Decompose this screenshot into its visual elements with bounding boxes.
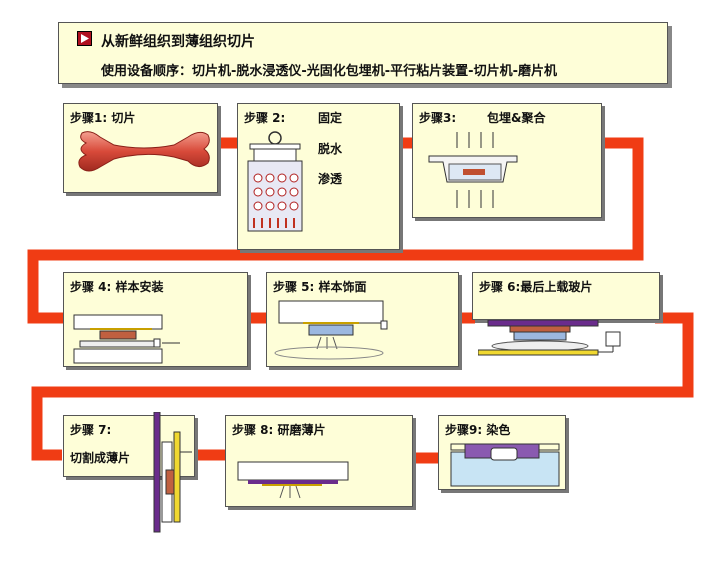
step-9-panel: 步骤9: 染色	[438, 415, 566, 490]
staining-tank-icon	[450, 443, 560, 487]
infiltration-jar-icon	[247, 131, 303, 232]
bone-icon	[78, 131, 210, 172]
step-2-line-dehydrate: 脱水	[318, 142, 343, 156]
step-3-label: 步骤3:	[419, 111, 457, 125]
step-3-panel: 步骤3: 包埋&聚合	[412, 103, 602, 218]
step-7-panel: 步骤 7: 切割成薄片	[63, 415, 195, 477]
specimen-mount-icon	[73, 314, 180, 364]
step-8-label: 步骤 8: 研磨薄片	[232, 423, 326, 437]
step-8-panel: 步骤 8: 研磨薄片	[225, 415, 413, 507]
play-arrow-icon	[77, 31, 92, 46]
step-7-extra: 切割成薄片	[70, 451, 131, 465]
step-2-line-fix: 固定	[318, 111, 343, 125]
step-4-panel: 步骤 4: 样本安装	[63, 272, 248, 367]
step-9-label: 步骤9: 染色	[445, 423, 511, 437]
step-6-label: 步骤 6:最后上载玻片	[479, 280, 593, 294]
step-7-label: 步骤 7:	[70, 423, 112, 437]
slide-upload-icon	[478, 320, 621, 356]
cutting-saw-icon	[153, 412, 192, 533]
step-2-panel: 步骤 2: 固定 脱水 渗透	[237, 103, 400, 250]
step-6-panel: 步骤 6:最后上载玻片	[472, 272, 660, 320]
step-1-label: 步骤1: 切片	[70, 111, 136, 125]
step-3-extra: 包埋&聚合	[487, 111, 546, 125]
step-2-label: 步骤 2:	[244, 111, 286, 125]
header-panel: 从新鲜组织到薄组织切片 使用设备顺序：切片机-脱水浸透仪-光固化包埋机-平行粘片…	[58, 22, 668, 84]
step-5-label: 步骤 5: 样本饰面	[273, 280, 367, 294]
step-5-panel: 步骤 5: 样本饰面	[266, 272, 459, 367]
specimen-facing-icon	[274, 300, 388, 360]
step-2-line-infiltrate: 渗透	[318, 172, 343, 186]
header-subtitle: 使用设备顺序：切片机-脱水浸透仪-光固化包埋机-平行粘片装置-切片机-磨片机	[101, 64, 557, 79]
embedding-mold-icon	[428, 132, 518, 208]
grinding-icon	[237, 461, 349, 499]
step-1-panel: 步骤1: 切片	[63, 103, 218, 193]
step-4-label: 步骤 4: 样本安装	[70, 280, 164, 294]
header-title: 从新鲜组织到薄组织切片	[101, 34, 255, 50]
